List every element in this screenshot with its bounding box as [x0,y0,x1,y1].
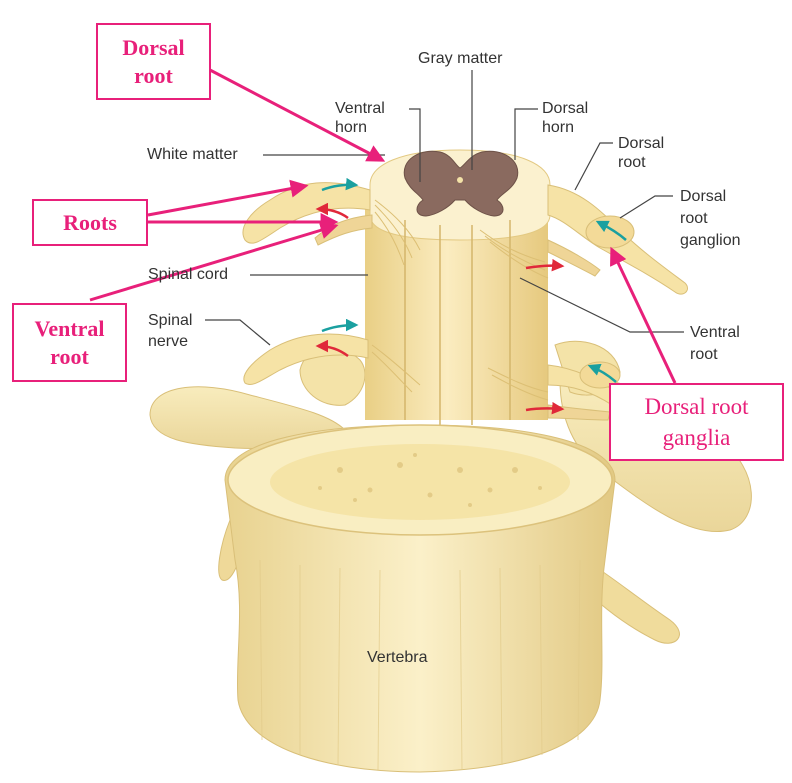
label-vertebra: Vertebra [367,649,428,666]
callout-arrows [89,68,677,384]
callout-dorsal-root-ganglia: Dorsal root ganglia [609,383,784,461]
label-dorsal-root: Dorsal root [618,135,665,171]
label-dorsal-horn: Dorsal horn [542,100,589,136]
callout-dorsal-root: Dorsal root [96,23,211,100]
label-white-matter: White matter [147,146,238,163]
gray-matter-shape [403,150,519,217]
label-spinal-nerve: Spinal nerve [148,312,193,350]
upper-right-roots [547,184,689,295]
lower-left-roots [243,333,369,385]
label-ventral-horn: Ventral horn [335,100,385,136]
leader-lines [205,70,684,346]
label-gray-matter: Gray matter [418,50,503,67]
signal-arrows [315,177,627,415]
rootlets [371,199,549,401]
vertebral-body [224,424,616,773]
callout-ventral-root: Ventral root [12,303,127,382]
label-spinal-cord: Spinal cord [148,266,229,283]
label-dorsal-root-ganglion: Dorsal root ganglion [680,188,741,249]
callout-roots: Roots [32,199,148,246]
label-ventral-root: Ventral root [690,324,740,363]
